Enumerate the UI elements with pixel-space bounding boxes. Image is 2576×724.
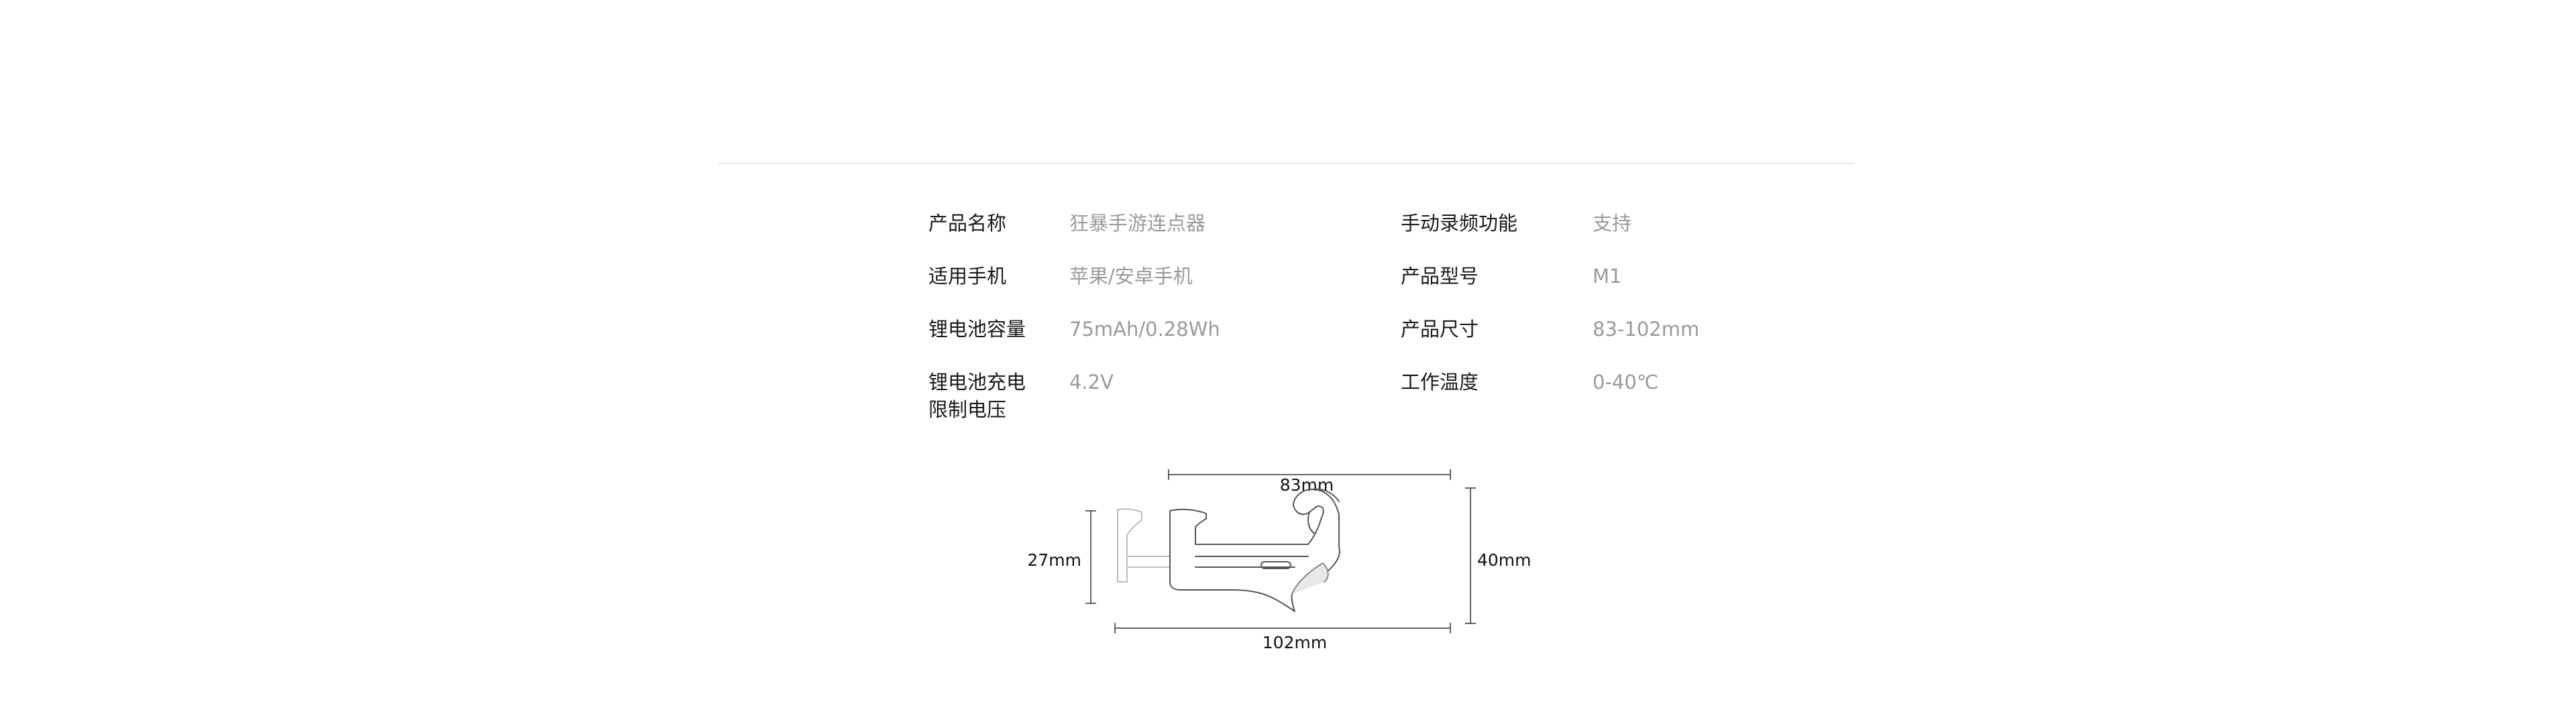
- dimension-label-top: 83mm: [1280, 475, 1334, 495]
- clicker-device-icon: [1117, 488, 1340, 612]
- dimension-lines: [1085, 469, 1476, 634]
- ghost-clamp-icon: [1117, 508, 1171, 583]
- spec-label-battery-capacity: 锂电池容量: [928, 318, 1026, 341]
- section-divider: [718, 163, 1855, 164]
- dimension-label-right: 40mm: [1477, 550, 1532, 570]
- spec-label-model: 产品型号: [1401, 265, 1479, 288]
- spec-value-charge-voltage: 4.2V: [1069, 371, 1114, 394]
- spec-label-temperature: 工作温度: [1401, 371, 1479, 394]
- spec-label-size: 产品尺寸: [1401, 318, 1479, 341]
- spec-value-manual-record: 支持: [1593, 212, 1632, 235]
- spec-label-charge-voltage-line2: 限制电压: [928, 398, 1007, 421]
- dimension-label-left: 27mm: [1027, 550, 1081, 570]
- spec-label-charge-voltage: 锂电池充电: [928, 371, 1026, 394]
- spec-value-model: M1: [1593, 265, 1622, 288]
- spec-value-product-name: 狂暴手游连点器: [1069, 212, 1206, 235]
- product-dimension-diagram: 83mm 102mm 27mm 40mm: [1020, 463, 1556, 664]
- dimension-label-bottom: 102mm: [1263, 633, 1327, 652]
- spec-label-product-name: 产品名称: [928, 212, 1007, 235]
- spec-value-size: 83-102mm: [1593, 318, 1700, 341]
- spec-value-compatible-phones: 苹果/安卓手机: [1069, 265, 1193, 288]
- spec-label-manual-record: 手动录频功能: [1401, 212, 1518, 235]
- spec-value-battery-capacity: 75mAh/0.28Wh: [1069, 318, 1220, 341]
- spec-value-temperature: 0-40℃: [1593, 371, 1659, 394]
- spec-label-compatible-phones: 适用手机: [928, 265, 1007, 288]
- dimension-diagram-svg: 83mm 102mm 27mm 40mm: [1027, 469, 1532, 652]
